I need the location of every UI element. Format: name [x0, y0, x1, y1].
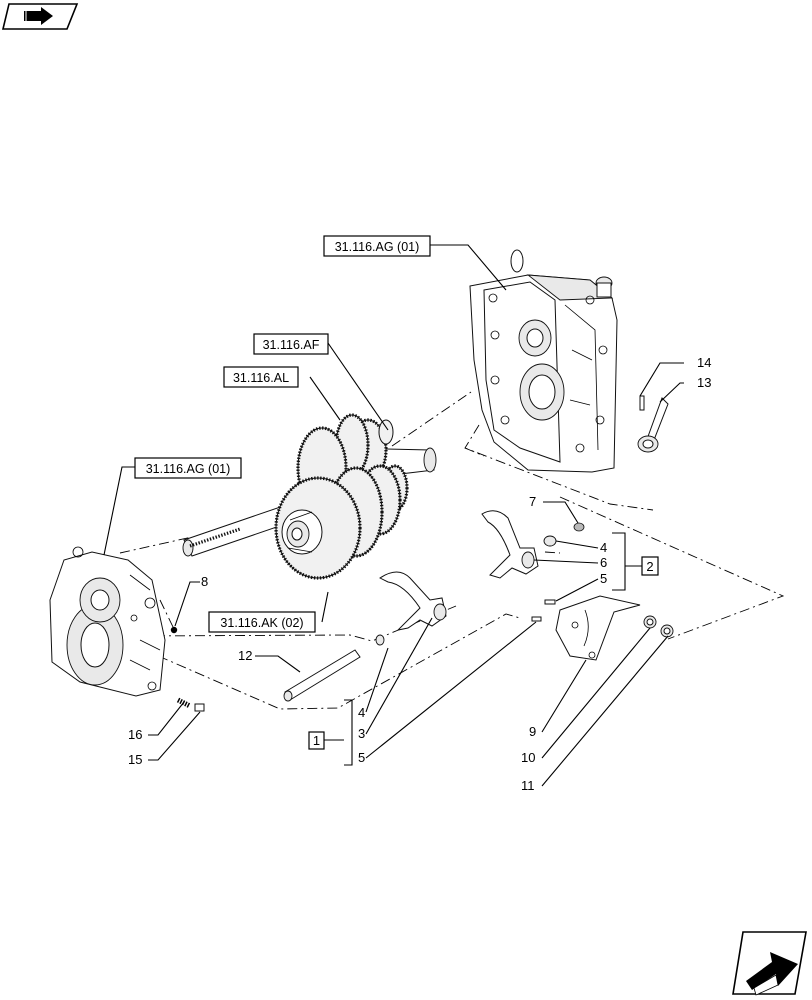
housing-cover: [469, 249, 618, 473]
callout-14: 14: [697, 355, 711, 370]
washer-11: [660, 624, 674, 638]
bushing-4-left: [375, 634, 385, 646]
callout-5-right: 5: [600, 571, 607, 586]
callout-4-right: 4: [600, 540, 607, 555]
bushing-4-right: [543, 535, 557, 547]
callout-7: 7: [529, 494, 536, 509]
spring-16: [176, 697, 192, 709]
selector-plate-9: [555, 595, 641, 661]
shaft-12: [283, 649, 361, 702]
callout-8: 8: [201, 574, 208, 589]
gear-cluster: [274, 413, 437, 580]
pin-5-right: [544, 599, 556, 605]
shift-lever-13: [637, 397, 669, 453]
svg-text:31.116.AK (02): 31.116.AK (02): [220, 616, 303, 630]
group-box-1: 1: [308, 731, 325, 750]
svg-text:31.116.AG (01): 31.116.AG (01): [335, 240, 420, 254]
svg-text:2: 2: [646, 559, 653, 574]
callout-13: 13: [697, 375, 711, 390]
ref-box-gear-cluster[interactable]: 31.116.AL: [223, 366, 299, 388]
svg-text:1: 1: [313, 733, 320, 748]
callout-12: 12: [238, 648, 252, 663]
ref-box-housing-front[interactable]: 31.116.AG (01): [134, 457, 242, 479]
svg-text:31.116.AF: 31.116.AF: [263, 338, 320, 352]
ref-box-gear-pack[interactable]: 31.116.AK (02): [208, 611, 316, 633]
housing-front: [49, 546, 166, 697]
ball-8: [170, 626, 178, 634]
callout-5-left: 5: [358, 750, 365, 765]
callout-9: 9: [529, 724, 536, 739]
callout-15: 15: [128, 752, 142, 767]
svg-text:31.116.AG (01): 31.116.AG (01): [146, 462, 231, 476]
shift-fork-6: [481, 510, 539, 579]
pin-5-left: [531, 616, 542, 622]
callout-labels: 3 4 4 5 5 6 7 8 9 10 11 12 13 14 15 16: [128, 355, 711, 793]
next-page-arrow-icon[interactable]: [732, 931, 807, 996]
book-arrow-icon[interactable]: [1, 3, 79, 30]
callout-3: 3: [358, 726, 365, 741]
callout-10: 10: [521, 750, 535, 765]
assembly-centerlines: [119, 391, 785, 710]
circlip-7: [573, 522, 585, 532]
washer-10: [643, 615, 657, 629]
svg-text:31.116.AL: 31.116.AL: [233, 371, 289, 385]
leader-lines: [103, 244, 684, 787]
ref-box-gear-shaft[interactable]: 31.116.AF: [253, 333, 329, 355]
group-box-2: 2: [641, 556, 659, 576]
plug-15: [194, 703, 205, 712]
roll-pin-14: [639, 395, 645, 411]
callout-16: 16: [128, 727, 142, 742]
shift-fork-3: [379, 571, 447, 631]
callout-4-left: 4: [358, 705, 365, 720]
callout-6: 6: [600, 555, 607, 570]
ref-box-housing-cover[interactable]: 31.116.AG (01): [323, 235, 431, 257]
callout-11: 11: [521, 778, 535, 793]
